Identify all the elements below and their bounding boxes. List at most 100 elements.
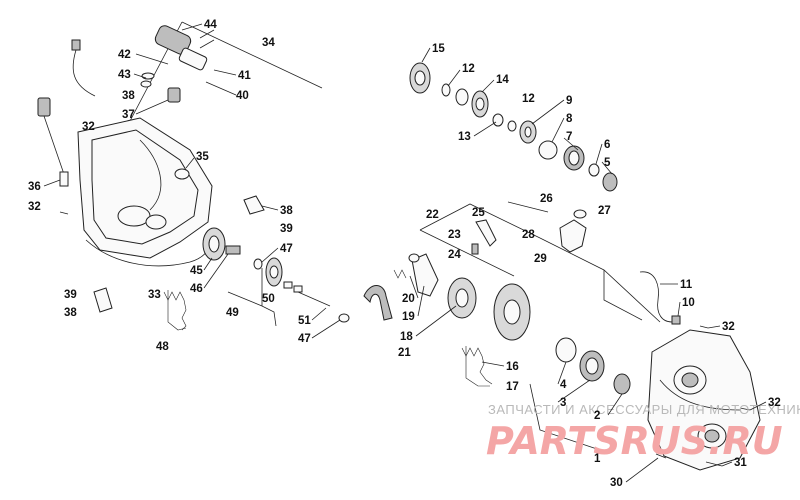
bolt-31: [705, 461, 723, 467]
callout-36: 36: [28, 181, 41, 193]
washer-47: [338, 313, 350, 323]
bolt-32: [59, 211, 69, 215]
callout-41: 41: [238, 70, 251, 82]
callout-49: 49: [226, 307, 239, 319]
callout-24: 24: [448, 249, 461, 261]
callout-13: 13: [458, 131, 471, 143]
callout-17: 17: [506, 381, 519, 393]
callout-23: 23: [448, 229, 461, 241]
callout-35: 35: [196, 151, 209, 163]
gear-47: [265, 257, 283, 287]
bearing-7: [563, 145, 585, 171]
washer-6: [588, 163, 600, 177]
callout-39a: 39: [280, 223, 293, 235]
callout-39b: 39: [64, 289, 77, 301]
callout-10: 10: [682, 297, 695, 309]
callout-48: 48: [156, 341, 169, 353]
callout-45: 45: [190, 265, 203, 277]
washer-13: [492, 113, 504, 127]
callout-1: 1: [594, 453, 601, 465]
leader-22: [419, 203, 541, 239]
callout-30: 30: [610, 477, 623, 489]
chain-tensioner: [393, 253, 439, 297]
watermark-tagline: ЗАПЧАСТИ И АКСЕССУАРЫ ДЛЯ МОТОТЕХНИКИ: [488, 402, 800, 417]
main-housing: [647, 329, 761, 471]
leader-1: [529, 383, 601, 451]
chain-16: [461, 346, 493, 387]
connector-parts: [140, 72, 181, 103]
callout-28: 28: [522, 229, 535, 241]
dipstick: [37, 97, 69, 187]
callout-9: 9: [566, 95, 572, 107]
callout-3: 3: [560, 397, 566, 409]
callout-32b: 32: [28, 201, 41, 213]
chaincase-cover: [77, 117, 213, 267]
callout-51: 51: [298, 315, 311, 327]
callout-32d: 32: [768, 397, 781, 409]
callout-19: 19: [402, 311, 415, 323]
callout-26: 26: [540, 193, 553, 205]
callout-46: 46: [190, 283, 203, 295]
seal-2: [613, 373, 631, 395]
callout-8: 8: [566, 113, 573, 125]
callout-25: 25: [472, 207, 485, 219]
clip-12b: [507, 120, 517, 132]
leader-28: [539, 237, 661, 323]
callout-11: 11: [680, 279, 693, 291]
leader-49: [227, 291, 277, 327]
chain-48: [163, 290, 187, 331]
leader-28b: [603, 270, 643, 321]
bolt-30: [655, 453, 667, 459]
callout-34: 34: [262, 37, 275, 49]
callout-29: 29: [534, 253, 547, 265]
gear-large: [493, 283, 531, 341]
callout-7: 7: [566, 131, 572, 143]
callout-38c: 38: [64, 307, 77, 319]
callout-42: 42: [118, 49, 131, 61]
bearing-pair-50: [283, 281, 303, 293]
callout-6: 6: [604, 139, 610, 151]
gear-15: [409, 62, 431, 94]
hook-21: [363, 285, 393, 321]
sprocket-9: [519, 120, 537, 144]
callout-38b: 38: [280, 205, 293, 217]
bolt-32c: [739, 407, 751, 411]
callout-27: 27: [598, 205, 611, 217]
callout-32c: 32: [722, 321, 735, 333]
o-ring-4: [555, 337, 577, 363]
leader-34: [181, 21, 323, 89]
callout-12a: 12: [462, 63, 475, 75]
callout-38a: 38: [122, 90, 135, 102]
callout-21: 21: [398, 347, 411, 359]
callout-4: 4: [560, 379, 567, 391]
bracket-39b: [93, 287, 113, 313]
gear-18: [447, 277, 477, 319]
rod-26: [507, 201, 549, 213]
callout-2: 2: [594, 410, 600, 422]
leader-22b: [419, 229, 515, 277]
callout-50: 50: [262, 293, 275, 305]
seal-5: [602, 172, 618, 192]
sensor-wire: [71, 39, 96, 97]
gear-14: [471, 90, 489, 118]
washer: [455, 88, 469, 106]
o-ring-8: [538, 140, 558, 160]
shift-fork: [559, 209, 587, 253]
drive-sprocket-45: [202, 227, 226, 261]
hose-11: [639, 271, 673, 323]
callout-22: 22: [426, 209, 439, 221]
callout-14: 14: [496, 74, 509, 86]
seal-35: [174, 168, 190, 180]
fitting-10: [671, 315, 681, 325]
callout-15: 15: [432, 43, 445, 55]
shaft-46: [225, 245, 263, 270]
callout-18: 18: [400, 331, 413, 343]
callout-43: 43: [118, 69, 131, 81]
callout-16: 16: [506, 361, 519, 373]
pin-51: [297, 291, 331, 307]
bearing-3: [579, 350, 605, 382]
watermark-logo: PARTSRUS.RU: [486, 419, 783, 463]
callout-5: 5: [604, 157, 611, 169]
